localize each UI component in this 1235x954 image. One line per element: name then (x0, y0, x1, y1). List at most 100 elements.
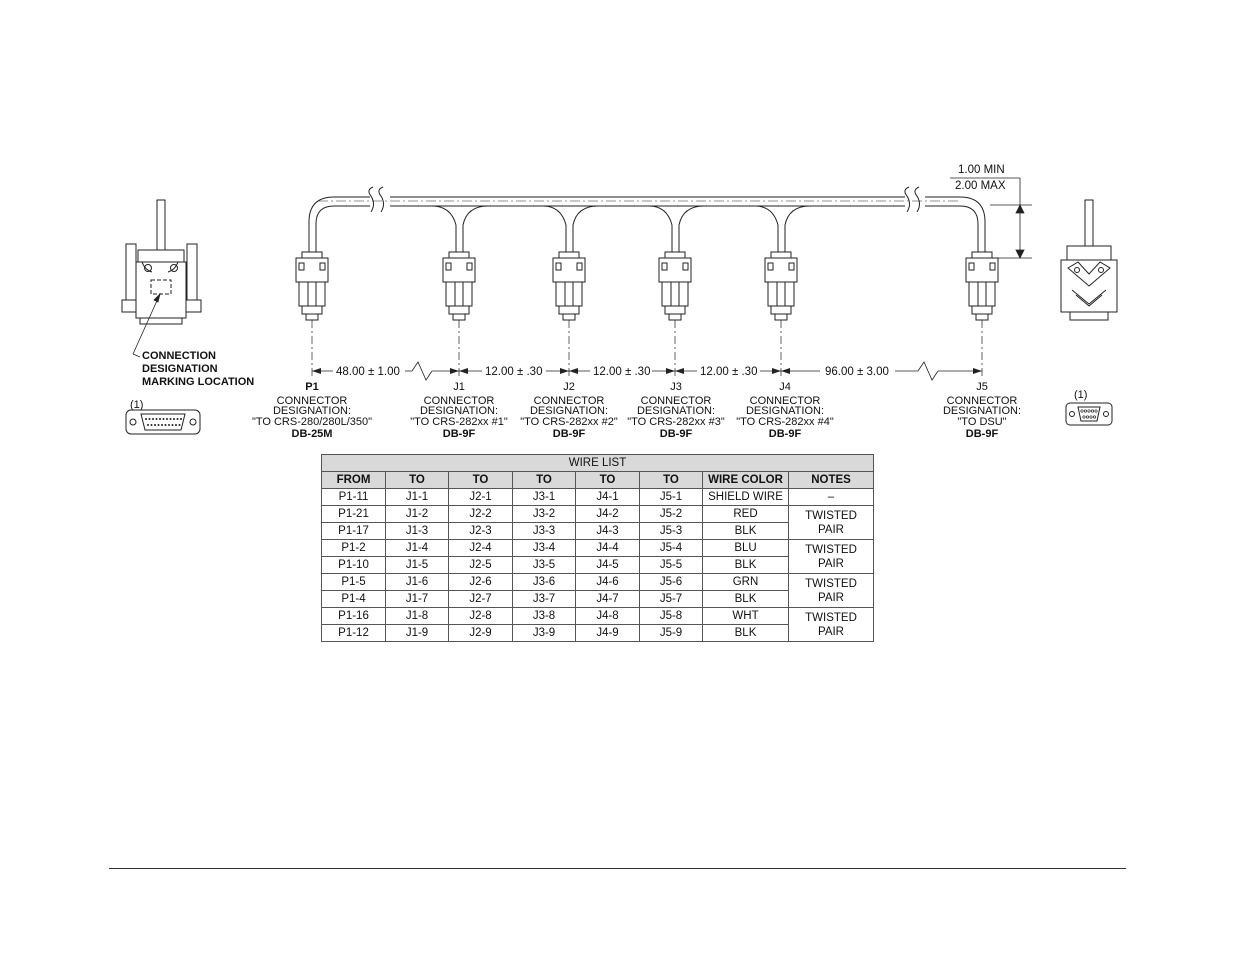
table-cell: J4-2 (575, 505, 640, 523)
table-cell: J4-1 (575, 488, 640, 506)
dimension-j3-j4: 12.00 ± .30 (700, 366, 757, 378)
column-header: WIRE COLOR (702, 471, 789, 489)
column-header: NOTES (787, 471, 875, 489)
connector-j4-side (764, 251, 798, 378)
connector-label-j2: J2 CONNECTOR DESIGNATION: "TO CRS-282xx … (520, 381, 618, 440)
table-cell: J3-8 (512, 607, 576, 625)
connector-label-j5: J5 CONNECTOR DESIGNATION: "TO DSU" DB-9F (943, 381, 1021, 440)
table-cell: J5-9 (639, 624, 703, 642)
table-cell: P1-12 (321, 624, 386, 642)
wire-list-title-row: WIRE LIST (320, 454, 875, 472)
db25-face-icon (125, 409, 201, 435)
connector-line: CONNECTOR (641, 395, 712, 407)
table-cell: J1-5 (385, 556, 449, 574)
connector-line: DESIGNATION: (943, 405, 1021, 417)
marking-leader (132, 292, 161, 358)
connector-label-j4: J4 CONNECTOR DESIGNATION: "TO CRS-282xx … (736, 381, 834, 440)
connector-line: CONNECTOR (750, 395, 821, 407)
table-cell: P1-4 (321, 590, 386, 608)
table-cell: J2-6 (448, 573, 513, 591)
wire-list-table: WIRE LIST FROM TO TO TO TO TO WIRE COLOR… (320, 454, 875, 642)
connector-side-views (295, 251, 999, 378)
footer-rule (109, 868, 1126, 869)
table-cell: J1-1 (385, 488, 449, 506)
table-cell: J1-8 (385, 607, 449, 625)
connector-type: DB-9F (769, 428, 802, 440)
connector-line: "TO CRS-282xx #3" (627, 416, 725, 428)
table-cell: BLK (702, 522, 789, 540)
connector-line: DESIGNATION: (637, 405, 715, 417)
loop-height-max: 2.00 MAX (955, 180, 1006, 192)
notes-cell: TWISTED PAIR (787, 539, 875, 574)
marking-note-line-1: CONNECTION (142, 350, 216, 362)
table-cell: J5-6 (639, 573, 703, 591)
connector-id: J2 (563, 381, 575, 393)
table-cell: J1-7 (385, 590, 449, 608)
wire-list-title: WIRE LIST (320, 454, 875, 472)
table-cell: BLK (702, 624, 789, 642)
column-header: TO (639, 471, 703, 489)
connector-id: J4 (779, 381, 791, 393)
table-cell: J5-8 (639, 607, 703, 625)
table-cell: P1-16 (321, 607, 386, 625)
connector-label-j1: J1 CONNECTOR DESIGNATION: "TO CRS-282xx … (410, 381, 508, 440)
marking-note-line-2: DESIGNATION (142, 363, 218, 375)
note-ref-right: (1) (1074, 389, 1087, 401)
table-cell: J4-6 (575, 573, 640, 591)
table-cell: J5-4 (639, 539, 703, 557)
connector-type: DB-9F (660, 428, 693, 440)
dimension-arrows (312, 368, 982, 374)
table-cell: P1-11 (321, 488, 386, 506)
table-cell: J2-8 (448, 607, 513, 625)
connector-line: "TO CRS-282xx #2" (520, 416, 618, 428)
table-cell: J3-7 (512, 590, 576, 608)
connector-p1-side (295, 251, 329, 378)
table-cell: J4-3 (575, 522, 640, 540)
table-cell: J3-4 (512, 539, 576, 557)
table-cell: J1-6 (385, 573, 449, 591)
connector-id: J3 (670, 381, 682, 393)
table-cell: BLK (702, 590, 789, 608)
table-cell: SHIELD WIRE (702, 488, 789, 506)
column-header: TO (575, 471, 640, 489)
cable-drops (431, 205, 811, 252)
table-cell: J2-9 (448, 624, 513, 642)
cable-trunk (308, 196, 986, 252)
table-cell: J3-1 (512, 488, 576, 506)
connector-line: CONNECTOR (424, 395, 495, 407)
connector-label-p1: P1 CONNECTOR DESIGNATION: "TO CRS-280/28… (252, 381, 372, 440)
connector-line: "TO DSU" (957, 416, 1006, 428)
db9-face-icon (1065, 402, 1113, 426)
table-cell: J1-2 (385, 505, 449, 523)
connector-id: J5 (976, 381, 988, 393)
table-cell: J5-2 (639, 505, 703, 523)
table-cell: J5-5 (639, 556, 703, 574)
table-cell: J4-4 (575, 539, 640, 557)
dimension-p1-j1: 48.00 ± 1.00 (336, 366, 400, 378)
connector-line: CONNECTOR (947, 395, 1018, 407)
connector-label-j3: J3 CONNECTOR DESIGNATION: "TO CRS-282xx … (627, 381, 725, 440)
table-cell: J1-3 (385, 522, 449, 540)
loop-height-dimension (950, 177, 1032, 259)
table-cell: J1-4 (385, 539, 449, 557)
connector-line: "TO CRS-280/280L/350" (252, 416, 372, 428)
notes-cell: TWISTED PAIR (787, 573, 875, 608)
table-cell: P1-5 (321, 573, 386, 591)
table-cell: J3-6 (512, 573, 576, 591)
notes-cell: TWISTED PAIR (787, 607, 875, 642)
table-cell: J2-2 (448, 505, 513, 523)
connector-line: CONNECTOR (277, 395, 348, 407)
table-cell: RED (702, 505, 789, 523)
table-cell: J2-7 (448, 590, 513, 608)
table-cell: BLU (702, 539, 789, 557)
connector-line: CONNECTOR (534, 395, 605, 407)
connector-j2-side (552, 251, 586, 378)
table-cell: J1-9 (385, 624, 449, 642)
table-cell: J5-1 (639, 488, 703, 506)
table-cell: WHT (702, 607, 789, 625)
